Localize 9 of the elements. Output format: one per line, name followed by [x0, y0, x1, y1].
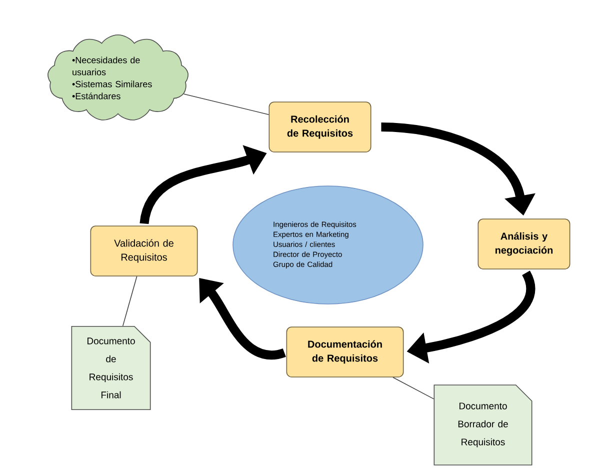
- document-note: Documento de Requisitos Final: [71, 326, 151, 410]
- process-box: Validación de Requisitos: [90, 226, 198, 276]
- connector-line: [392, 377, 434, 400]
- process-box: Recolección de Requisitos: [268, 102, 372, 152]
- process-box: Análisis y negociación: [478, 218, 570, 270]
- connector-line: [122, 276, 138, 326]
- document-note: Documento Borrador de Requisitos: [434, 384, 532, 466]
- process-box: Documentación de Requisitos: [286, 326, 404, 378]
- connector-line: [183, 94, 270, 115]
